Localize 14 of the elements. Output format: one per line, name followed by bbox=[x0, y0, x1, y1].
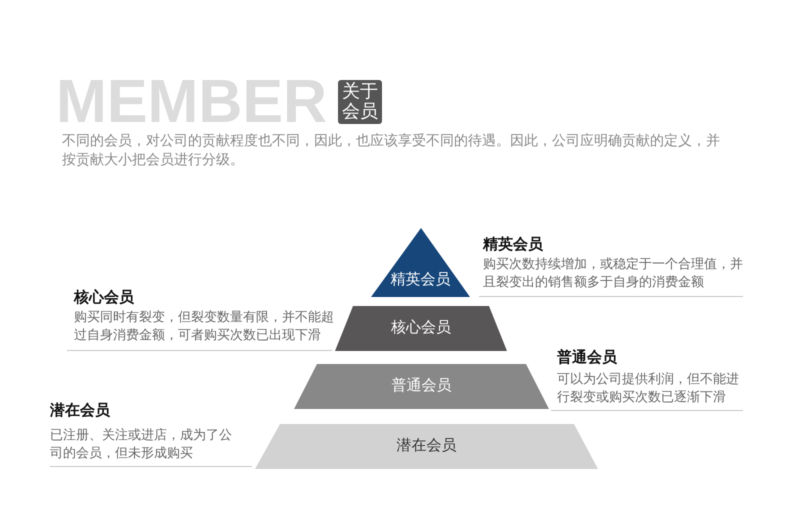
tier-label: 精英会员 bbox=[390, 270, 452, 289]
tier-description: 已注册、关注或进店，成为了公司的会员，但未形成购买 bbox=[50, 427, 233, 463]
tier-label: 普通会员 bbox=[390, 376, 452, 395]
tier-description: 购买同时有裂变，但裂变数量有限，并不能超过自身消费金额，可者购买次数已出现下滑 bbox=[74, 309, 335, 345]
tier-heading: 普通会员 bbox=[557, 348, 617, 366]
tier-heading: 核心会员 bbox=[74, 288, 134, 306]
intro-paragraph: 不同的会员，对公司的贡献程度也不同，因此，也应该享受不同的待遇。因此，公司应明确贡献的定义，并按贡献大小把会员进行分级。 bbox=[62, 132, 721, 170]
tier-description: 购买次数持续增加，或稳定于一个合理值，并且裂变出的销售额多于自身的消费金额 bbox=[483, 256, 744, 292]
tier-heading: 潜在会员 bbox=[50, 401, 110, 419]
tier-description: 可以为公司提供利润，但不能进行裂变或购买次数已逐渐下滑 bbox=[557, 371, 740, 407]
tier-label: 核心会员 bbox=[390, 318, 452, 337]
tier-label: 潜在会员 bbox=[396, 436, 458, 455]
tier-heading: 精英会员 bbox=[483, 235, 543, 253]
badge-label: 关于会员 bbox=[338, 80, 382, 124]
